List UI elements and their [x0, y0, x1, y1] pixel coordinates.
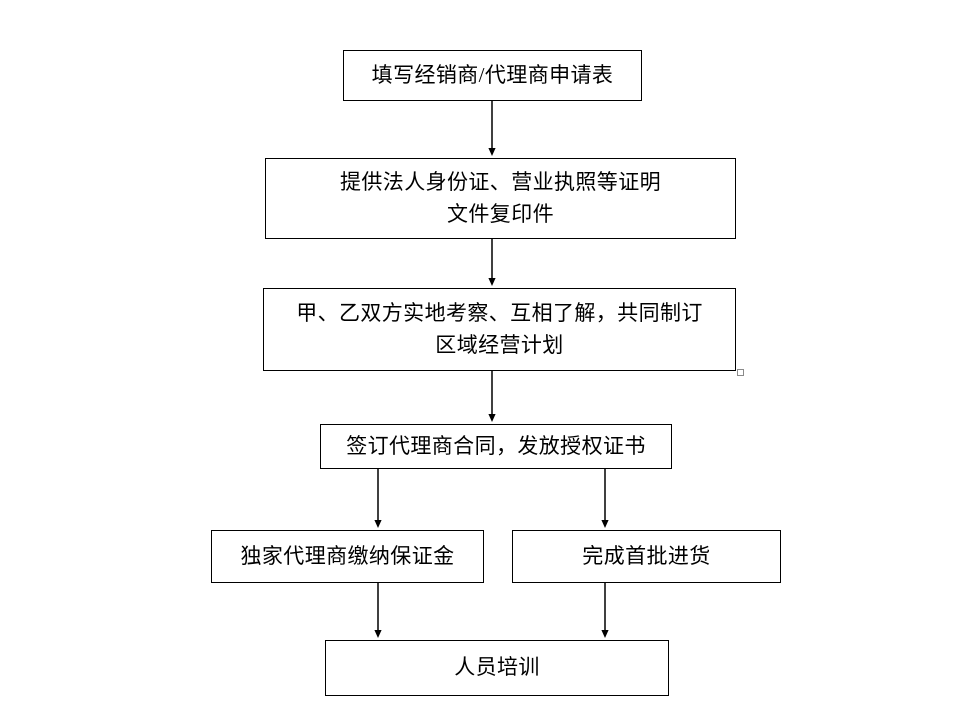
flow-node-complete-first-order[interactable]: 完成首批进货 [512, 530, 781, 583]
node-text-line1: 独家代理商缴纳保证金 [240, 543, 455, 568]
node-text-line1: 提供法人身份证、营业执照等证明 [340, 169, 661, 194]
node-text-line2: 文件复印件 [447, 201, 554, 226]
flow-node-provide-documents[interactable]: 提供法人身份证、营业执照等证明 文件复印件 [265, 158, 736, 239]
node-text-line1: 完成首批进货 [582, 543, 711, 568]
flow-node-mutual-inspection-plan[interactable]: 甲、乙双方实地考察、互相了解，共同制订 区域经营计划 [263, 288, 736, 371]
flow-node-exclusive-agent-deposit[interactable]: 独家代理商缴纳保证金 [211, 530, 484, 583]
flow-node-sign-contract-issue-certificate[interactable]: 签订代理商合同，发放授权证书 [320, 424, 672, 469]
node-text-line1: 甲、乙双方实地考察、互相了解，共同制订 [296, 300, 703, 325]
node-text-line2: 区域经营计划 [435, 332, 564, 357]
resize-handle-bottom-right[interactable] [737, 369, 744, 376]
flow-node-fill-application-form[interactable]: 填写经销商/代理商申请表 [343, 50, 642, 101]
node-text-line1: 填写经销商/代理商申请表 [371, 62, 614, 87]
flow-node-staff-training[interactable]: 人员培训 [325, 640, 669, 696]
node-text-line1: 签订代理商合同，发放授权证书 [346, 433, 646, 458]
node-text-line1: 人员培训 [454, 655, 540, 680]
